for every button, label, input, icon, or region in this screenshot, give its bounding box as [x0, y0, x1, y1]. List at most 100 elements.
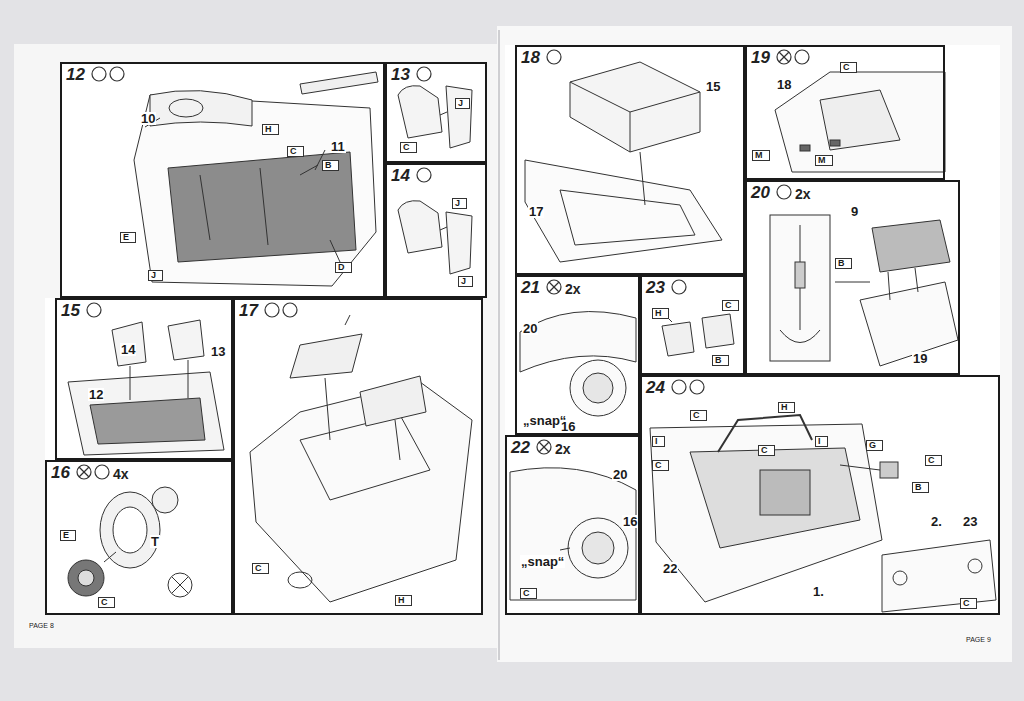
step-icons — [672, 380, 686, 394]
step-icons — [777, 50, 791, 64]
step-panel: 17 — [233, 298, 483, 615]
step-18-rear-seat — [525, 160, 722, 262]
colour-code-flag: C — [722, 300, 739, 311]
step-13-14-seats — [398, 201, 442, 253]
colour-code-flag: J — [148, 270, 163, 281]
part-number: 20 — [522, 322, 538, 335]
step-23-parts — [662, 322, 694, 356]
part-number: 15 — [705, 80, 721, 93]
step-13-14-seats — [446, 212, 472, 274]
part-number: 2. — [930, 515, 943, 528]
step-12-interior — [169, 99, 203, 117]
part-number: 20 — [612, 468, 628, 481]
step-16-wheels — [100, 492, 160, 568]
part-number: 1. — [812, 585, 825, 598]
step-19-body-top — [820, 90, 900, 150]
paper-sheets — [497, 26, 1012, 662]
step-icons — [110, 67, 124, 81]
step-icons — [547, 50, 561, 64]
step-18-rear-seat — [640, 152, 645, 205]
step-number: 18 — [521, 49, 540, 66]
step-17-body-shell — [250, 315, 472, 602]
step-17-body-shell — [345, 315, 350, 325]
step-12-interior — [134, 72, 378, 286]
step-icons — [87, 303, 101, 317]
part-number: 17 — [528, 205, 544, 218]
colour-code-flag: E — [120, 232, 136, 243]
step-12-interior — [260, 168, 268, 245]
step-icons — [779, 52, 789, 62]
step-17-body-shell — [360, 376, 426, 426]
part-number: 10 — [140, 112, 156, 125]
step-19-body-top — [775, 72, 945, 172]
part-number: 9 — [850, 205, 859, 218]
colour-code-flag: B — [322, 160, 339, 171]
step-20-shock — [770, 215, 830, 361]
step-19-body-top — [830, 140, 840, 146]
step-icons — [539, 442, 549, 452]
step-24-engine-bay — [690, 448, 860, 548]
colour-code-flag: C — [960, 598, 977, 609]
panel-grounds — [45, 45, 1000, 615]
step-icons — [779, 52, 789, 62]
step-21-22-front-wheels — [560, 548, 570, 550]
step-16-wheels — [104, 552, 116, 562]
step-20-shock — [915, 268, 918, 292]
colour-code-flag: C — [287, 146, 304, 157]
part-number: 18 — [776, 78, 792, 91]
step-21-22-front-wheels — [583, 373, 613, 403]
step-icons — [265, 303, 279, 317]
step-icons — [417, 67, 431, 81]
step-21-22-front-wheels — [582, 532, 614, 564]
colour-code-flag: H — [395, 595, 412, 606]
step-21-22-front-wheels — [520, 312, 636, 372]
step-15-tub-seats — [168, 320, 204, 360]
step-17-body-shell — [325, 378, 330, 440]
colour-code-flag: M — [815, 155, 833, 166]
paper-sheets — [498, 30, 500, 660]
part-number: 22 — [662, 562, 678, 575]
colour-code-flag: C — [840, 62, 857, 73]
step-icons — [79, 467, 89, 477]
colour-code-flag: D — [335, 262, 352, 273]
step-24-engine-bay — [840, 465, 880, 470]
step-19-body-top — [775, 72, 945, 172]
colour-code-flag: E — [60, 530, 76, 541]
step-number: 14 — [391, 167, 410, 184]
step-icons — [549, 282, 559, 292]
step-18-rear-seat — [630, 112, 631, 152]
step-number: 19 — [751, 49, 770, 66]
step-15-tub-seats — [130, 366, 131, 400]
step-21-22-front-wheels — [570, 360, 626, 416]
colour-code-flag: C — [652, 460, 669, 471]
step-number: 17 — [239, 302, 258, 319]
quantity-note: 4x — [113, 467, 129, 481]
colour-code-flag: B — [835, 258, 852, 269]
panel-grounds — [385, 62, 487, 298]
step-18-rear-seat — [570, 82, 700, 112]
step-13-14-seats — [398, 86, 442, 138]
step-18-rear-seat — [525, 62, 722, 262]
quantity-note: 2x — [565, 282, 581, 296]
step-number: 13 — [391, 66, 410, 83]
page-number: PAGE 8 — [28, 622, 55, 629]
part-number: 13 — [210, 345, 226, 358]
step-icons — [547, 280, 561, 294]
step-21-22-front-wheels — [510, 312, 636, 600]
page-number: PAGE 9 — [965, 636, 992, 643]
colour-code-flag: I — [815, 436, 828, 447]
step-16-wheels — [168, 573, 192, 597]
step-12-interior — [300, 72, 378, 94]
step-panel: 23 — [640, 275, 745, 375]
step-16-wheels — [68, 487, 192, 597]
step-16-wheels — [113, 507, 147, 553]
step-12-interior — [300, 165, 318, 175]
step-19-body-top — [800, 145, 810, 151]
colour-code-flag: G — [866, 440, 883, 451]
step-icons — [95, 465, 109, 479]
step-21-22-front-wheels — [510, 468, 636, 600]
step-17-body-shell — [250, 382, 472, 602]
